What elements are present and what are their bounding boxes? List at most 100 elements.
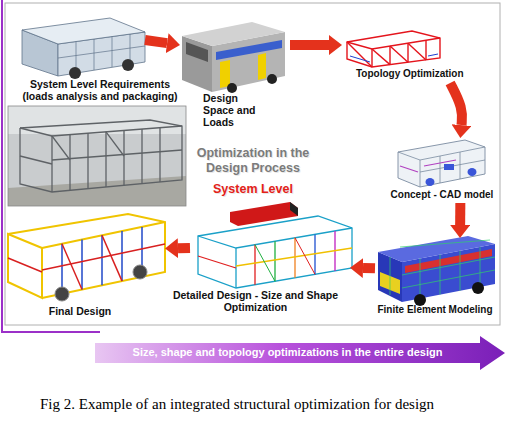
topology-bus <box>428 54 438 56</box>
cad-model <box>398 140 485 187</box>
factory-photo <box>8 106 186 206</box>
topology-bus <box>347 31 440 67</box>
finite-element-bus <box>390 240 495 299</box>
size-shape-wireframe <box>290 202 298 216</box>
final-design-bus <box>42 244 165 270</box>
topology-bus <box>350 54 438 62</box>
design-space-bus <box>186 42 208 62</box>
stage-box: Topology Optimization <box>342 28 457 83</box>
finite-element-bus <box>472 282 484 294</box>
final-design-bus <box>8 234 42 298</box>
finite-element-bus <box>378 236 495 306</box>
final-design-bus <box>8 235 165 289</box>
flow-arrow <box>455 203 465 225</box>
cad-model <box>420 160 421 187</box>
factory-photo <box>20 120 182 192</box>
center-title: System Level <box>188 182 318 197</box>
cad-model <box>468 168 477 176</box>
size-shape-wireframe <box>295 238 315 275</box>
bus-frame-illustration <box>112 37 113 68</box>
finite-element-bus <box>390 257 391 295</box>
size-shape-wireframe <box>198 256 236 268</box>
topology-bus <box>347 31 440 67</box>
topology-bus <box>350 56 370 62</box>
stage-box: Finite Element Modeling <box>375 238 500 320</box>
factory-photo <box>141 129 142 184</box>
stage-label: Topology Optimization <box>356 68 471 80</box>
factory-photo <box>8 106 186 206</box>
topology-bus <box>347 42 372 67</box>
size-shape-wireframe <box>255 245 275 282</box>
size-shape-wireframe <box>294 238 295 278</box>
bus-frame-illustration <box>122 59 134 71</box>
bus-frame-illustration <box>69 67 81 79</box>
final-design-bus <box>55 287 69 301</box>
topology-bus <box>389 46 390 65</box>
stage-box: Final Design <box>5 210 165 320</box>
final-design-bus <box>8 258 42 272</box>
cad-model <box>460 152 461 179</box>
stage-box: Design Space and Loads <box>180 18 290 138</box>
factory-photo <box>159 128 160 182</box>
stage-label: System Level Requirements (loads analysi… <box>16 78 184 102</box>
cad-model <box>398 147 485 187</box>
cad-model <box>398 140 485 187</box>
flow-arrow <box>450 83 462 125</box>
finite-element-bus <box>460 251 461 291</box>
size-shape-wireframe <box>198 216 352 288</box>
final-design-bus <box>8 214 165 298</box>
cad-model <box>400 160 456 172</box>
cad-model <box>398 147 485 160</box>
factory-photo <box>52 150 182 160</box>
flow-arrow <box>290 40 329 50</box>
topology-bus <box>407 43 408 62</box>
stage-label: Design Space and Loads <box>203 92 261 128</box>
figure-frame <box>5 3 500 325</box>
finite-element-bus <box>402 257 495 275</box>
topology-bus <box>347 31 440 67</box>
band-arrow <box>95 336 505 370</box>
final-design-bus <box>8 214 165 298</box>
final-design-bus <box>62 227 142 294</box>
size-shape-wireframe <box>236 248 352 266</box>
stage-label: Detailed Design - Size and Shape Optimiz… <box>168 289 343 313</box>
stage-box: System Level Requirements (loads analysi… <box>10 5 145 105</box>
cad-model <box>426 178 435 186</box>
final-design-bus <box>101 235 103 285</box>
design-space-bus <box>227 83 237 93</box>
design-space-bus <box>220 60 230 88</box>
topology-bus <box>390 46 408 62</box>
process-band: Size, shape and topology optimizations i… <box>95 336 505 370</box>
cad-model <box>444 164 454 170</box>
factory-photo <box>8 106 186 134</box>
cad-model <box>400 166 418 172</box>
band-label: Size, shape and topology optimizations i… <box>95 346 480 359</box>
finite-element-bus <box>405 249 492 273</box>
stage-label: Concept - CAD model <box>382 189 502 201</box>
factory-photo <box>20 120 182 192</box>
bus-frame-illustration <box>22 18 145 79</box>
finite-element-bus <box>400 240 490 247</box>
size-shape-wireframe <box>198 202 352 288</box>
bus-frame-illustration <box>58 34 145 73</box>
flow-arrow <box>145 40 167 43</box>
final-design-bus <box>62 244 82 290</box>
stage-box: Concept - CAD model <box>390 138 495 203</box>
finite-element-bus <box>440 255 441 295</box>
size-shape-wireframe <box>198 216 352 288</box>
design-space-bus <box>216 40 282 60</box>
size-shape-wireframe <box>274 241 275 281</box>
flow-arrow <box>178 243 190 253</box>
size-shape-wireframe <box>254 245 255 285</box>
design-space-bus <box>267 74 277 84</box>
topology-bus <box>425 40 426 60</box>
final-design-bus <box>8 214 165 301</box>
factory-photo <box>69 135 70 191</box>
factory-photo <box>87 133 88 189</box>
bus-frame-illustration <box>94 39 95 70</box>
final-design-bus <box>42 222 165 248</box>
factory-photo <box>52 136 70 160</box>
design-space-bus <box>182 22 285 93</box>
stage-box: Detailed Design - Size and Shape Optimiz… <box>190 205 350 315</box>
